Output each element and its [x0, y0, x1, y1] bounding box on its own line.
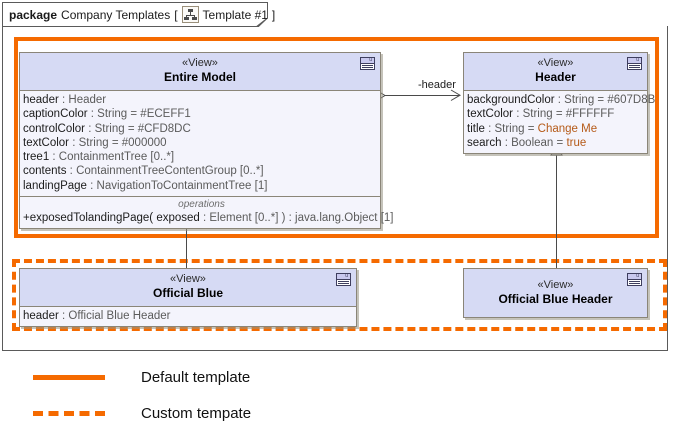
class-name: Header: [535, 70, 576, 84]
operations-label: operations: [178, 199, 225, 211]
class-name: Entire Model: [163, 70, 236, 84]
attribute-row: landingPage : NavigationToContainmentTre…: [23, 179, 268, 192]
class-stereotype: «View»: [537, 57, 574, 69]
class-stereotype: «View»: [182, 57, 218, 69]
class-stereotype: «View»: [170, 273, 206, 285]
legend-label: Default template: [141, 369, 251, 386]
package-diagram-name: Template #1: [202, 7, 268, 22]
package-tab-fill: [3, 3, 267, 26]
class-name: Official Blue: [152, 286, 223, 300]
attribute-row: contents : ContainmentTreeContentGroup […: [23, 165, 264, 178]
operations-compartment: operations +exposedTolandingPage( expose…: [20, 196, 394, 229]
legend-label: Custom tempate: [141, 405, 252, 422]
generalization-line: [186, 218, 187, 268]
package-keyword: package: [9, 7, 58, 22]
association-role-label: -header: [418, 79, 456, 91]
attribute-row: header : Official Blue Header: [23, 310, 171, 322]
attribute-row: textColor : String = #000000: [23, 136, 167, 149]
class-header: «View» Entire Model u: [20, 53, 380, 91]
attribute-row: search : Boolean = true: [467, 136, 587, 149]
legend-swatch-solid: [33, 375, 105, 380]
class-header-view[interactable]: «View» Header u backgroundColor : String…: [463, 52, 656, 155]
attribute-row: textColor : String = #FFFFFF: [467, 108, 615, 121]
class-official-blue-header[interactable]: «View» Official Blue Header u: [463, 268, 648, 318]
legend-swatch-dashed: [33, 411, 105, 416]
class-stereotype: «View»: [537, 278, 574, 291]
attribute-row: backgroundColor : String = #607D8B: [467, 94, 656, 106]
class-official-blue[interactable]: «View» Official Blue u header : Official…: [19, 268, 357, 328]
class-entire-model[interactable]: «View» Entire Model u header : Header ca…: [19, 52, 394, 230]
default-template-boundary: [14, 37, 659, 238]
view-window-icon: u: [336, 273, 351, 286]
custom-template-boundary: [12, 259, 667, 331]
generalization-line: [556, 155, 557, 268]
attribute-row: captionColor : String = #ECEFF1: [23, 108, 191, 121]
class-header: «View» Official Blue Header u: [464, 269, 647, 317]
association-arrowhead-icon: [450, 89, 462, 102]
package-open-bracket: [: [174, 7, 178, 22]
attributes-compartment: header : Header captionColor : String = …: [20, 91, 380, 197]
tree-hierarchy-icon: [181, 6, 199, 23]
view-window-icon: u: [627, 57, 642, 70]
attribute-row: controlColor : String = #CFD8DC: [23, 122, 191, 135]
legend-item-default-template: Default template: [33, 369, 250, 386]
package-name: Company Templates: [61, 7, 171, 22]
legend-item-custom-template: Custom tempate: [33, 405, 251, 422]
view-window-icon: u: [627, 273, 642, 286]
attributes-compartment: backgroundColor : String = #607D8B textC…: [464, 91, 656, 154]
attribute-row: title : String = Change Me: [467, 122, 598, 135]
class-header: «View» Official Blue u: [20, 269, 356, 307]
operation-row: +exposedTolandingPage( exposed : Element…: [23, 212, 394, 225]
package-close-bracket: ]: [271, 7, 276, 22]
attribute-row: tree1 : ContainmentTree [0..*]: [23, 151, 175, 164]
attribute-row: header : Header: [23, 94, 107, 106]
class-name: Official Blue Header: [498, 291, 613, 306]
view-window-icon: u: [360, 57, 375, 70]
association-line: [383, 95, 459, 96]
package-name-tab[interactable]: package Company Templates [ Template #1 …: [2, 2, 275, 27]
attributes-compartment: header : Official Blue Header: [20, 307, 356, 327]
class-header: «View» Header u: [464, 53, 647, 91]
